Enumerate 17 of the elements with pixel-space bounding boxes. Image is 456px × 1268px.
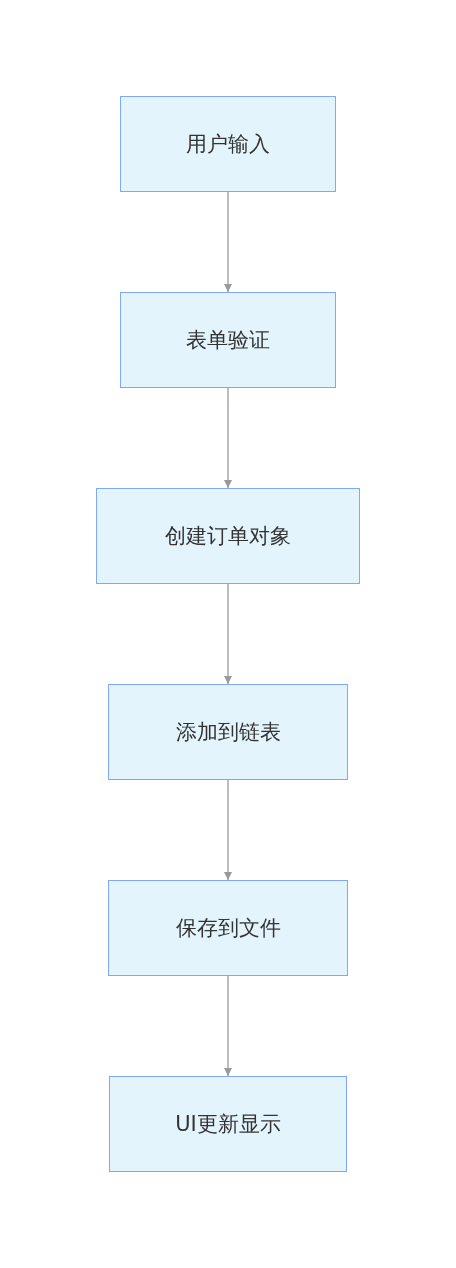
node-label: 表单验证 — [186, 327, 270, 354]
node-label: UI更新显示 — [175, 1111, 281, 1138]
process-box — [108, 880, 348, 976]
process-box — [96, 488, 360, 584]
process-box — [120, 96, 336, 192]
arrow — [224, 779, 232, 881]
process-box — [108, 684, 348, 780]
node-label: 添加到链表 — [175, 719, 281, 746]
node-label: 创建订单对象 — [165, 523, 291, 550]
process-box — [109, 1076, 347, 1172]
process-box — [120, 292, 336, 388]
arrow — [224, 975, 232, 1077]
node-label: 用户输入 — [186, 131, 270, 158]
node-label: 保存到文件 — [175, 915, 281, 942]
arrow — [224, 191, 232, 293]
arrow — [224, 387, 232, 489]
arrow — [224, 583, 232, 685]
